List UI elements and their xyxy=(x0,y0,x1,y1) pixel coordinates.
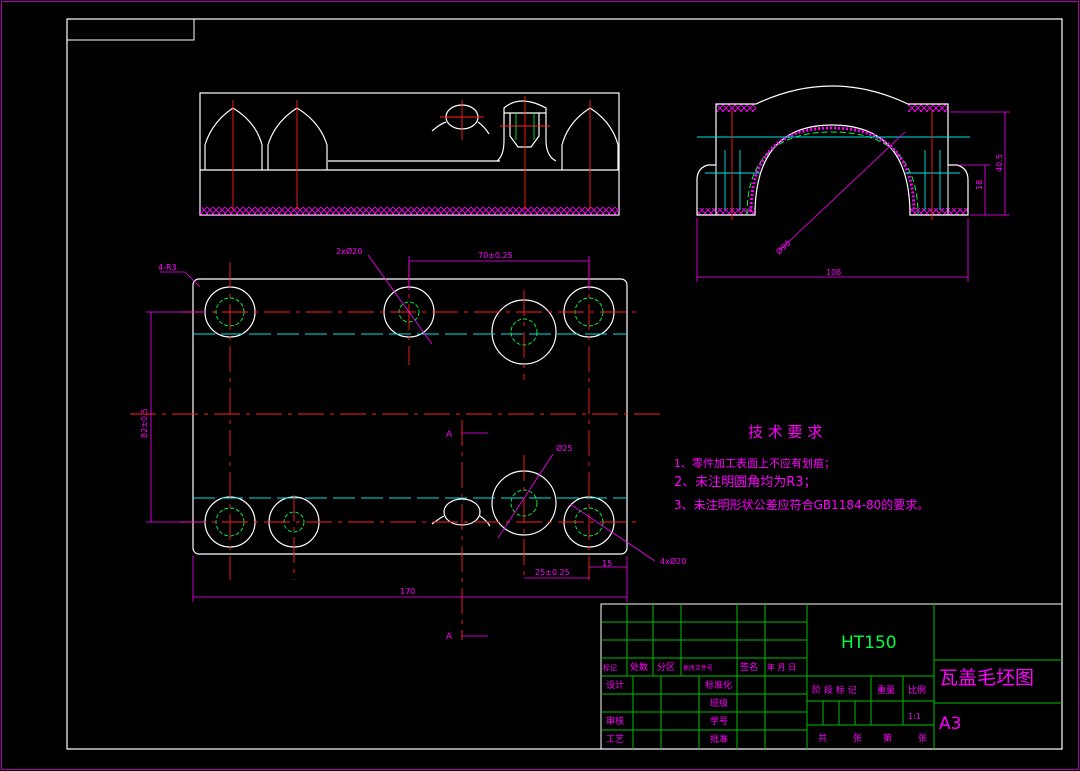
leader xyxy=(569,503,656,562)
oil-groove-arc-left xyxy=(431,121,447,132)
plan-view-dimensions xyxy=(146,254,656,637)
tb-sheet-size: A3 xyxy=(939,714,961,734)
tb-h-mark: 标记 xyxy=(603,663,617,672)
dim-holes-top: 2xØ20 xyxy=(336,246,362,256)
corner-code-box xyxy=(66,18,195,41)
side-bottom-hatch-left xyxy=(697,208,755,215)
thread-hole xyxy=(509,113,540,148)
title-block xyxy=(600,603,1063,750)
dim-line xyxy=(779,131,906,251)
tb-c-no: 第 xyxy=(883,732,892,744)
thread-boss xyxy=(496,100,557,162)
section-label-top: A xyxy=(446,430,453,440)
tb-c-weight: 重量 xyxy=(877,684,895,696)
tb-c-ratio: 比例 xyxy=(908,684,926,696)
tb-c-total: 共 xyxy=(818,733,827,744)
leader xyxy=(497,453,554,539)
side-outer-profile xyxy=(696,85,969,216)
tb-r-design: 设计 xyxy=(606,679,624,691)
tech-line-3: 3、未注明形状公差应符合GB1184-80的要求。 xyxy=(674,497,929,512)
side-view xyxy=(696,85,969,216)
tb-r-approve: 批准 xyxy=(710,733,728,745)
dim-thread-dia: Ø25 xyxy=(556,443,572,453)
plan-view xyxy=(192,278,628,555)
dim-side-width: 108 xyxy=(826,268,841,277)
front-view-thread-marks xyxy=(515,113,535,140)
side-arc-hatch xyxy=(749,126,916,213)
oil-groove-plan-arc-left xyxy=(431,515,445,525)
bolt-boss-1 xyxy=(204,107,263,170)
dim-offset-25: 25±0.25 xyxy=(535,568,570,577)
tb-h-count: 处数 xyxy=(630,661,648,673)
tb-h-zone: 分区 xyxy=(657,662,675,673)
tb-r-process: 工艺 xyxy=(606,734,624,745)
title-block-text: 标记 处数 分区 更改文件号 签名 年 月 日 设计 标准化 班级 审核 学号 … xyxy=(603,661,927,745)
tb-r-review: 审核 xyxy=(606,715,624,727)
inner-frame xyxy=(66,18,1063,750)
section-label-bottom: A xyxy=(446,632,453,642)
tech-line-1: 1、零件加工表面上不应有划痕； xyxy=(674,456,835,470)
front-view-bottom-hatch xyxy=(200,207,619,215)
tb-c-sheet2: 张 xyxy=(918,733,927,744)
tb-r-std: 标准化 xyxy=(705,679,732,691)
plan-view-outline xyxy=(192,278,628,555)
side-view-centerlines xyxy=(731,110,933,220)
dim-offset-15: 15 xyxy=(602,559,612,568)
tb-h-sign: 签名 xyxy=(740,661,758,673)
tb-c-stage: 阶 段 标 记 xyxy=(812,684,857,696)
tb-h-doc: 更改文件号 xyxy=(683,664,713,672)
dim-side-height: 40.5 xyxy=(995,154,1004,172)
plan-view-centerlines xyxy=(130,262,660,640)
front-view-outline xyxy=(199,92,620,216)
oil-groove-arc-right xyxy=(477,121,490,135)
tb-material: HT150 xyxy=(841,633,897,653)
tb-h-date: 年 月 日 xyxy=(767,662,796,672)
tb-r-id: 学号 xyxy=(710,715,728,727)
plan-view-hidden-lines xyxy=(193,333,627,499)
tb-c-sheet: 张 xyxy=(853,733,862,744)
oil-groove-plan-arc-right xyxy=(479,515,491,527)
leader xyxy=(367,254,433,345)
dim-side-small: 18 xyxy=(975,180,984,190)
side-top-hatch-right xyxy=(908,104,948,112)
side-bottom-hatch-right xyxy=(910,208,968,215)
tech-line-2: 2、未注明圆角均为R3； xyxy=(674,475,817,490)
tb-part-name: 瓦盖毛坯图 xyxy=(939,667,1034,689)
side-view-dimensions xyxy=(696,111,1010,282)
tb-r-class: 班级 xyxy=(710,697,728,709)
dim-height-side: 82±0.5 xyxy=(140,408,149,438)
bolt-boss-2 xyxy=(267,107,328,170)
dim-holes-corner: 4xØ20 xyxy=(660,556,686,566)
dim-hole-spacing: 70±0.25 xyxy=(478,251,513,260)
dim-width-total: 170 xyxy=(400,587,415,596)
leader xyxy=(184,271,201,288)
side-view-hidden-lines xyxy=(697,136,970,210)
tech-title: 技 术 要 求 xyxy=(748,423,822,441)
front-view xyxy=(199,92,620,216)
front-view-centerlines xyxy=(232,96,591,210)
side-top-hatch-left xyxy=(716,104,756,112)
side-inner-arc xyxy=(746,131,919,216)
dim-radius-corners: 4-R3 xyxy=(158,263,177,272)
tb-scale: 1:1 xyxy=(908,712,921,721)
